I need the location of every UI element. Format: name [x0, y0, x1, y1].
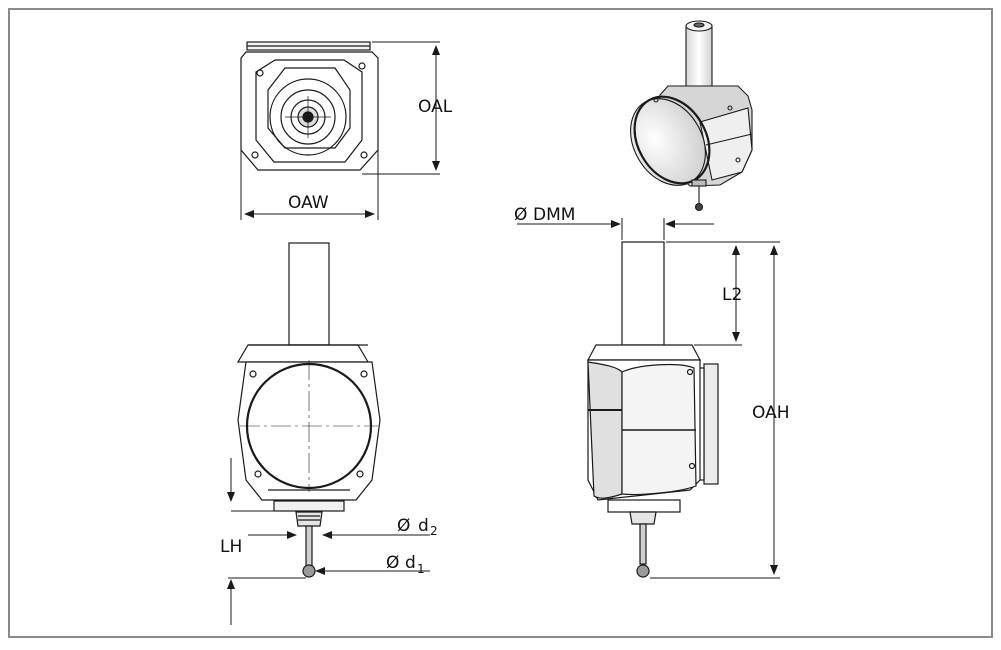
lh-label: LH — [220, 537, 242, 557]
d2-base: d — [418, 516, 429, 536]
d2-symbol: Ø — [397, 516, 410, 536]
dmm-label: DMM — [533, 205, 575, 225]
top-view — [240, 41, 379, 171]
oaw-label: OAW — [288, 193, 329, 213]
oal-label: OAL — [418, 97, 453, 117]
side-view — [587, 241, 719, 578]
d2-sub: 2 — [430, 524, 438, 538]
oal-dimension — [362, 41, 440, 175]
oaw-dimension — [240, 150, 379, 220]
frame-border — [8, 8, 993, 638]
dmm-dimension — [517, 218, 714, 240]
isometric-view — [630, 20, 753, 212]
d1-symbol: Ø — [386, 553, 399, 573]
d1-sub: 1 — [417, 562, 425, 576]
dmm-symbol: Ø — [514, 205, 527, 225]
lh-dimension — [227, 458, 306, 625]
front-view — [236, 242, 381, 578]
l2-label: L2 — [722, 285, 742, 305]
oah-label: OAH — [752, 403, 790, 423]
oah-dimension — [650, 241, 780, 579]
d1-base: d — [405, 553, 416, 573]
